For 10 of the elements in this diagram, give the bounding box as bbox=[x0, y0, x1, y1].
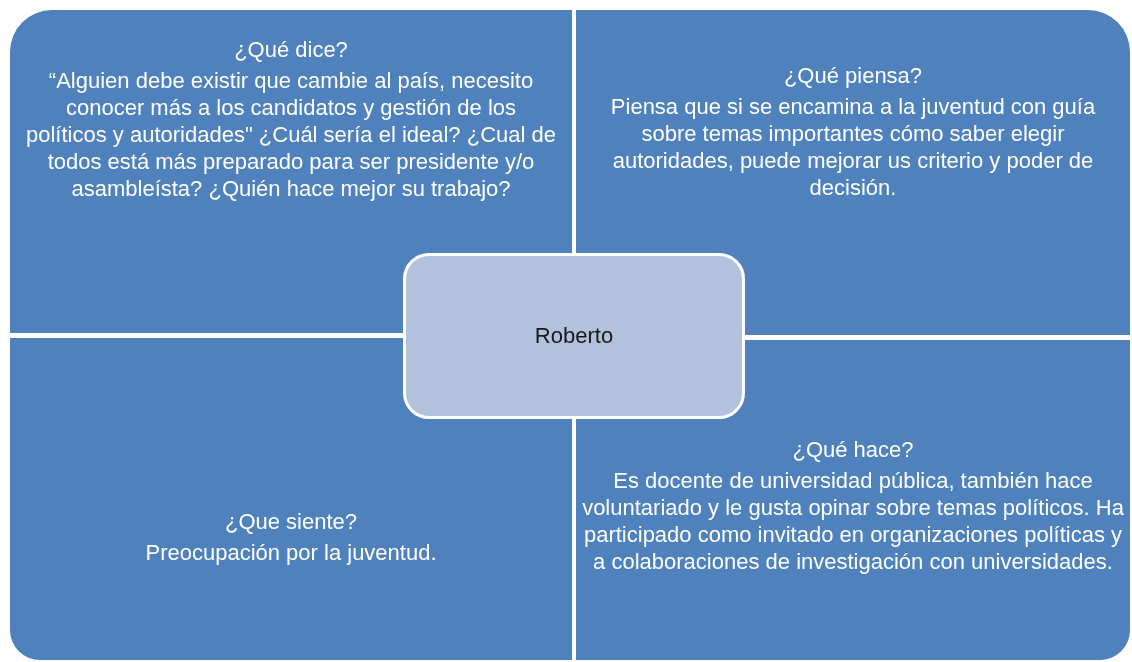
section-heading: ¿Qué hace? bbox=[791, 436, 915, 463]
section-heading: ¿Que siente? bbox=[223, 508, 359, 535]
section-text: Preocupación por la juventud. bbox=[144, 539, 438, 566]
name-label: Roberto bbox=[534, 323, 614, 349]
section-text: Es docente de universidad pública, también hace voluntariado y le gusta opinar sobre temas políticos. Ha participado como invitado en organizaciones políticas y a colaboraciones de investigación con universidades. bbox=[582, 467, 1124, 575]
center-box bbox=[403, 253, 745, 419]
section-text: Piensa que si se encamina a la juventud con guía sobre temas importantes cómo saber elegir autoridades, puede mejorar us criterio y poder de decisión. bbox=[609, 93, 1097, 201]
section-text: “Alguien debe existir que cambie al país, necesito conocer más a los candidatos y gestión de los políticos y autoridades" ¿Cuál sería el ideal? ¿Cual de todos está más preparado para ser presidente y/o asambleísta? ¿Quién hace mejor su trabajo? bbox=[25, 67, 557, 202]
section-heading: ¿Qué piensa? bbox=[782, 62, 924, 89]
section-heading: ¿Qué dice? bbox=[233, 36, 349, 63]
